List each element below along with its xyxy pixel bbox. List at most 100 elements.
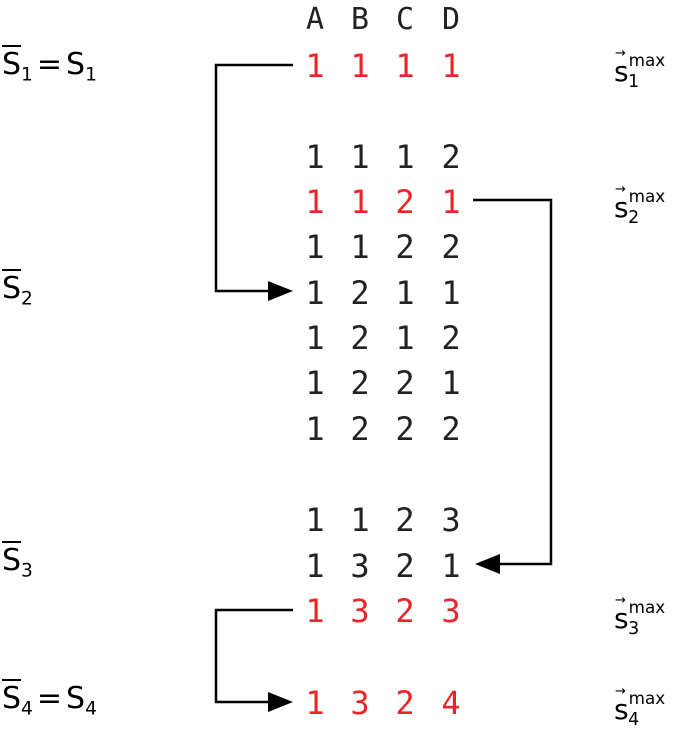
set-s1-rhs-sub: 1 <box>85 64 97 86</box>
table-cell: 3 <box>441 501 460 539</box>
table-cell: 1 <box>305 501 324 539</box>
table-cell: 2 <box>441 319 460 357</box>
table-cell: 1 <box>441 47 460 85</box>
table-cell: 2 <box>350 274 369 312</box>
table-cell: 2 <box>350 410 369 448</box>
vector-s2-sup: max <box>628 186 666 206</box>
table-cell: 1 <box>350 228 369 266</box>
column-header-d: D <box>442 2 460 37</box>
table-cell: 1 <box>305 410 324 448</box>
table-cell: 1 <box>305 364 324 402</box>
table-cell: 1 <box>305 274 324 312</box>
column-header-b: B <box>351 2 369 37</box>
vector-s3-sub: 3 <box>628 619 640 640</box>
table-cell: 2 <box>395 547 414 585</box>
vector-s3-base: s <box>614 602 629 636</box>
column-header-c: C <box>396 2 414 37</box>
column-header-a: A <box>306 2 324 37</box>
table-cell: 1 <box>395 47 414 85</box>
table-cell: 3 <box>350 547 369 585</box>
vector-label-s3max: →smax3 <box>614 593 665 643</box>
set-s4-base: S <box>2 681 22 716</box>
vector-s2-base: s <box>614 191 629 225</box>
table-cell: 1 <box>305 592 324 630</box>
arrow-s1-to-s2 <box>214 63 293 293</box>
arrowhead-left-icon <box>475 554 500 574</box>
vector-s1-sup: max <box>628 50 666 70</box>
table-cell: 2 <box>350 319 369 357</box>
table-cell: 1 <box>350 501 369 539</box>
set-s1-sub: 1 <box>21 64 33 86</box>
table-cell: 1 <box>395 138 414 176</box>
table-cell: 3 <box>350 684 369 722</box>
vector-label-s2max: →smax2 <box>614 182 665 232</box>
table-cell: 2 <box>395 364 414 402</box>
table-cell: 2 <box>441 138 460 176</box>
table-cell: 1 <box>305 684 324 722</box>
table-cell: 1 <box>305 47 324 85</box>
set-s1-base: S <box>2 47 22 82</box>
table-cell: 1 <box>305 183 324 221</box>
vector-arrow-icon: → <box>615 46 626 62</box>
arrow-s3max-to-s4 <box>214 608 293 704</box>
table-cell: 1 <box>305 547 324 585</box>
arrowhead-right-icon <box>268 692 293 712</box>
set-label-s4: S4=S4 <box>2 684 97 725</box>
set-s4-rhs-sub: 4 <box>85 698 97 720</box>
table-cell: 1 <box>395 319 414 357</box>
table-cell: 1 <box>305 138 324 176</box>
set-s1-eq: = <box>36 47 63 82</box>
set-s4-sub: 4 <box>21 698 33 720</box>
table-cell: 4 <box>441 684 460 722</box>
table-cell: 1 <box>350 47 369 85</box>
vector-s1-base: s <box>614 55 629 89</box>
vector-s4-sup: max <box>628 688 666 708</box>
vector-s3-sup: max <box>628 597 666 617</box>
table-cell: 3 <box>350 592 369 630</box>
vector-s4-base: s <box>614 693 629 727</box>
table-cell: 1 <box>441 547 460 585</box>
vector-label-s4max: →smax4 <box>614 684 665 734</box>
set-label-s3: S3 <box>2 546 33 587</box>
table-cell: 1 <box>441 274 460 312</box>
connector-arrows <box>214 63 553 712</box>
table-cell: 2 <box>441 228 460 266</box>
table-cell: 1 <box>441 183 460 221</box>
table-cell: 2 <box>395 183 414 221</box>
table-cell: 2 <box>395 684 414 722</box>
vector-arrow-icon: → <box>615 684 626 700</box>
set-label-s1: S1=S1 <box>2 50 97 91</box>
table-cell: 1 <box>350 183 369 221</box>
set-label-s2: S2 <box>2 274 33 315</box>
table-cell: 2 <box>350 364 369 402</box>
set-s3-base: S <box>2 543 22 578</box>
table-cell: 1 <box>441 364 460 402</box>
table-cell: 1 <box>305 228 324 266</box>
set-s4-rhs: S <box>66 681 86 716</box>
table-cell: 3 <box>441 592 460 630</box>
arrowhead-right-icon <box>268 281 293 301</box>
table-cell: 2 <box>395 410 414 448</box>
vector-s1-sub: 1 <box>628 72 640 93</box>
set-s1-rhs: S <box>66 47 86 82</box>
vector-label-s1max: →smax1 <box>614 46 665 96</box>
table-cell: 2 <box>395 501 414 539</box>
table-cell: 1 <box>395 274 414 312</box>
table-cell: 2 <box>395 592 414 630</box>
vector-s4-sub: 4 <box>628 710 640 731</box>
